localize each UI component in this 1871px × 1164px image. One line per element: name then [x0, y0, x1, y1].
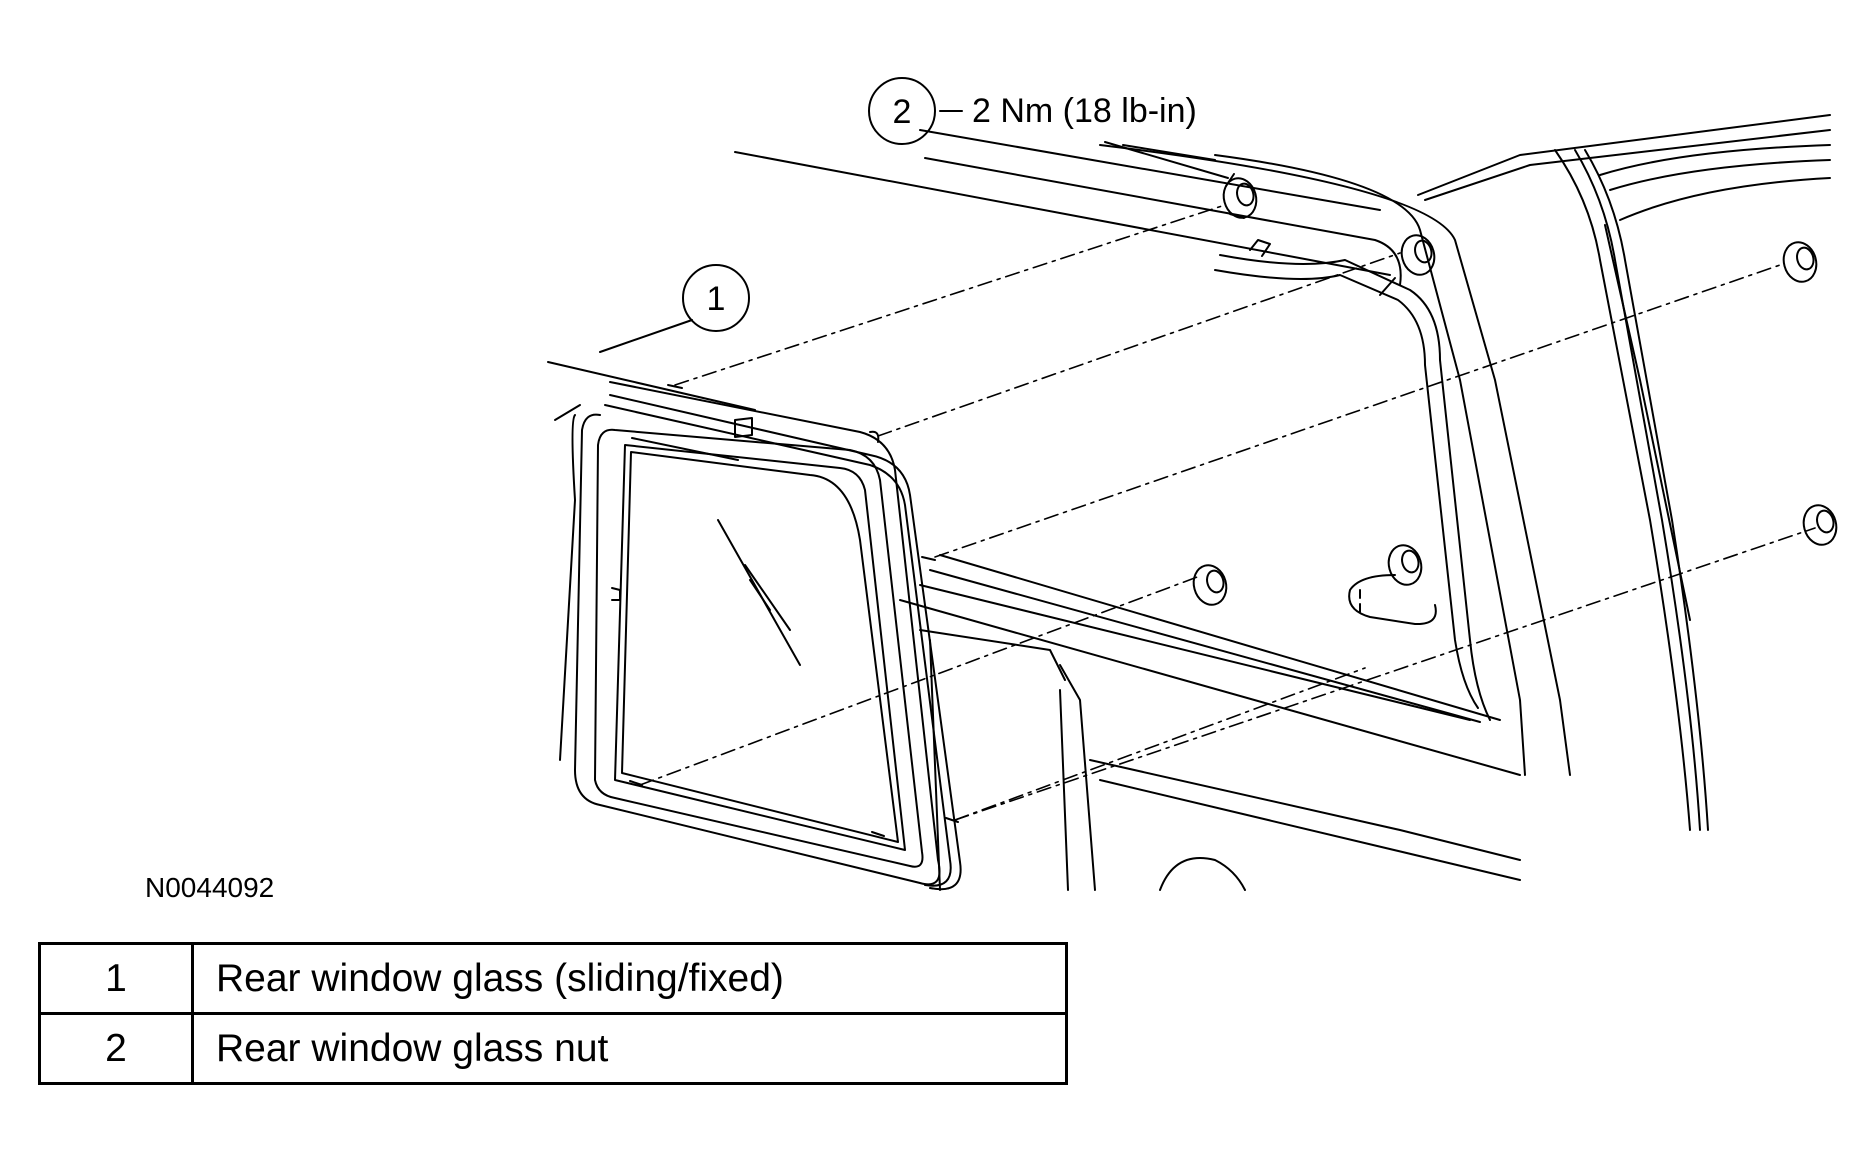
nut — [1400, 234, 1436, 276]
callout-1-leader — [599, 319, 693, 353]
callout-2-number: 2 — [893, 93, 912, 131]
callout-2-circle — [868, 77, 936, 145]
legend-description: Rear window glass (sliding/fixed) — [191, 942, 1068, 1015]
legend-table: 1 Rear window glass (sliding/fixed) 2 Re… — [38, 942, 1068, 1085]
callout-1-circle — [682, 264, 750, 332]
cab-body-outline — [734, 114, 1831, 891]
callout-1-number: 1 — [707, 280, 726, 318]
callout-2-torque: 2 Nm (18 lb-in) — [972, 92, 1197, 130]
callout-2-leader — [1104, 141, 1229, 179]
table-row: 2 Rear window glass nut — [38, 1012, 1068, 1085]
legend-description: Rear window glass nut — [191, 1012, 1068, 1085]
table-row: 1 Rear window glass (sliding/fixed) — [38, 942, 1068, 1015]
nut — [1222, 173, 1258, 219]
nut — [1802, 504, 1838, 546]
nut — [1387, 544, 1423, 586]
nut — [1192, 564, 1228, 606]
stud-alignment-lines — [639, 204, 1816, 821]
rear-window-glass-nuts — [1192, 173, 1838, 606]
nut — [1782, 241, 1818, 283]
figure-id: N0044092 — [145, 872, 275, 903]
legend-number: 2 — [38, 1012, 194, 1085]
rear-window-glass — [547, 361, 962, 891]
legend-number: 1 — [38, 942, 194, 1015]
